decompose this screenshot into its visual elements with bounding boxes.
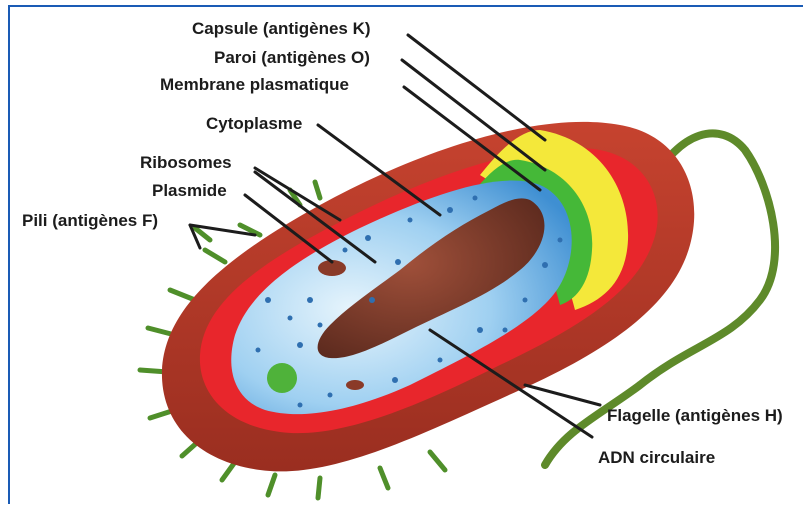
label-capsule: Capsule (antigènes K) [192, 19, 371, 38]
label-membrane: Membrane plasmatique [160, 75, 349, 94]
inclusion-granule [267, 363, 297, 393]
label-flagelle: Flagelle (antigènes H) [607, 406, 783, 425]
label-plasmide: Plasmide [152, 181, 227, 200]
label-paroi: Paroi (antigènes O) [214, 48, 370, 67]
label-ribosomes: Ribosomes [140, 153, 232, 172]
label-cytoplasme: Cytoplasme [206, 114, 302, 133]
label-adn: ADN circulaire [598, 448, 715, 467]
label-pili: Pili (antigènes F) [22, 211, 158, 230]
